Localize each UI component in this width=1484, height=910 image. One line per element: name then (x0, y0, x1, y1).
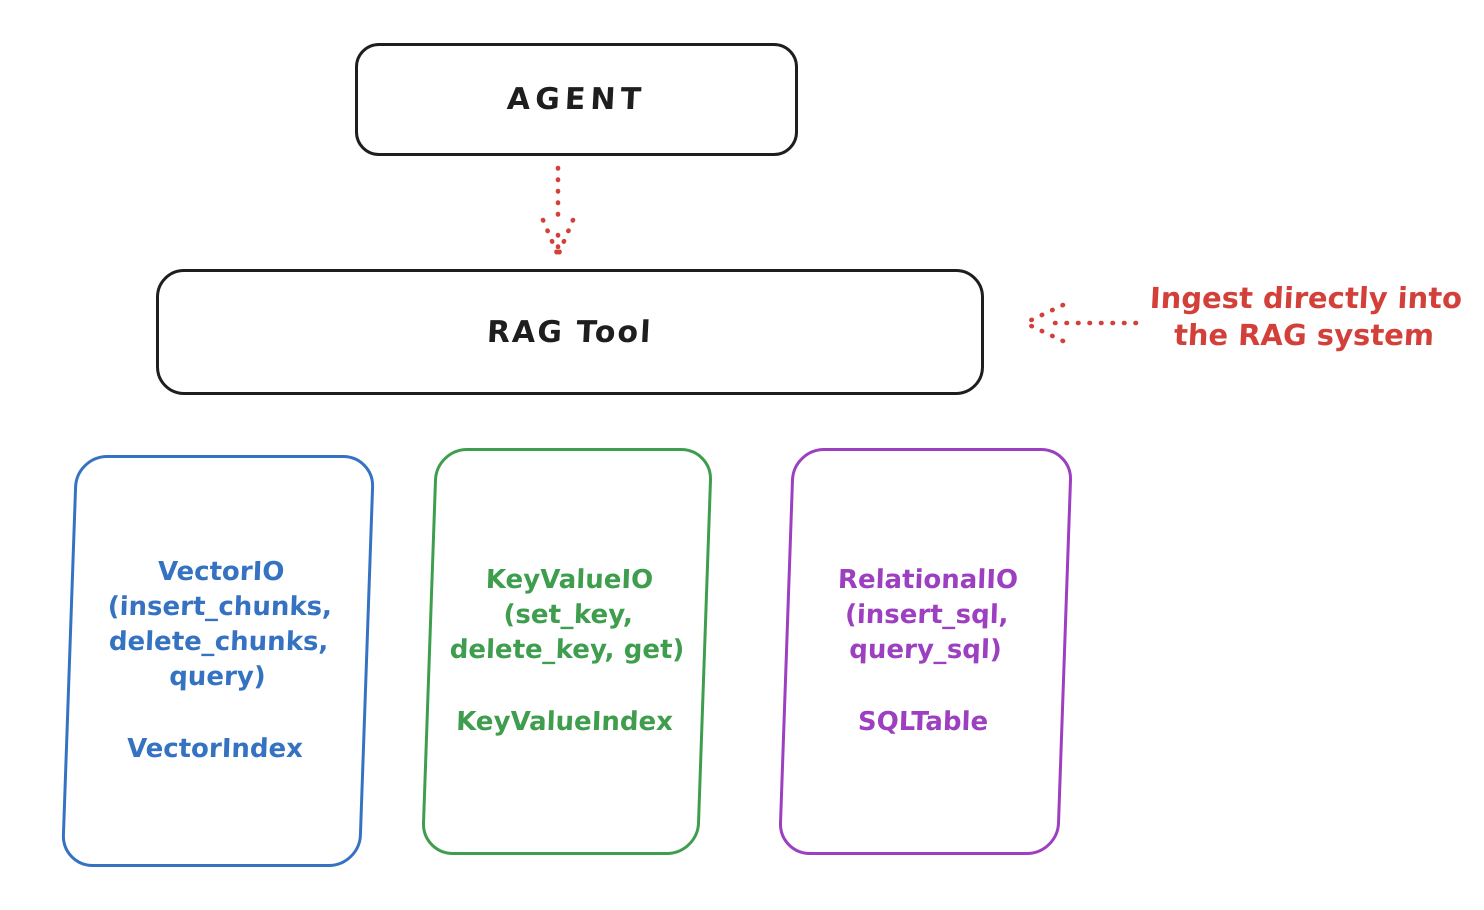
vector-index-label: VectorIndex (126, 734, 304, 764)
relational-io-label: RelationalIO (insert_sql, query_sql) (837, 565, 1019, 665)
agent-label: AGENT (506, 82, 647, 117)
rag-tool-label: RAG Tool (486, 314, 654, 350)
key-value-index-label: KeyValueIndex (455, 707, 674, 737)
agent-to-ragtool-arrow-icon (540, 165, 576, 258)
relational-io-box: RelationalIO (insert_sql, query_sql) SQL… (777, 448, 1074, 855)
vector-io-label: VectorIO (insert_chunks, delete_chunks, … (107, 557, 333, 692)
ingest-annotation-line2: the RAG system (1173, 318, 1436, 352)
vector-io-box: VectorIO (insert_chunks, delete_chunks, … (60, 455, 376, 867)
ingest-annotation-line1: Ingest directly into (1149, 281, 1463, 315)
rag-tool-box: RAG Tool (156, 269, 984, 395)
sql-table-label: SQLTable (857, 707, 989, 737)
ingest-annotation: Ingest directly into the RAG system (1138, 280, 1472, 354)
key-value-io-label: KeyValueIO (set_key, delete_key, get) (449, 565, 685, 665)
ingest-arrow-icon (1022, 302, 1139, 344)
agent-box: AGENT (355, 43, 798, 156)
key-value-io-box: KeyValueIO (set_key, delete_key, get) Ke… (420, 448, 714, 855)
